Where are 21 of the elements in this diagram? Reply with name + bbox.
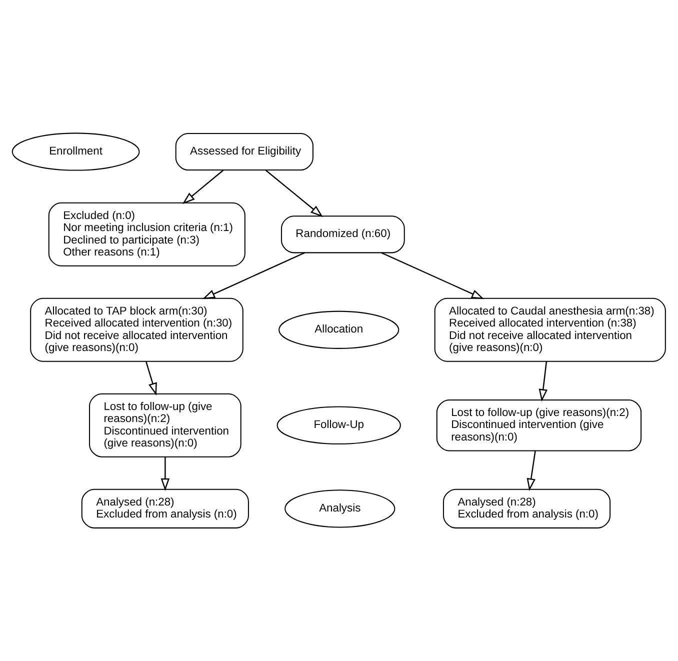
node-box: Assessed for Eligibility — [175, 132, 314, 171]
node-box: Lost to follow-up (give reasons)(n:2) Discontinued intervention (give reasons)(n:0) — [436, 399, 642, 452]
arrow — [538, 361, 548, 402]
node-box: Allocated to Caudal anesthesia arm(n:38) Received allocated intervention (n:38) Did not receive allocated intervention (give reasons)(n:0) — [434, 298, 666, 362]
node-box: Analysed (n:28) Excluded from analysis (n:0) — [442, 488, 611, 528]
node-ellipse: Follow-Up — [276, 406, 401, 444]
node-box: Randomized (n:60) — [280, 216, 405, 254]
arrow — [160, 457, 170, 491]
arrow — [145, 361, 157, 396]
arrow — [526, 450, 536, 492]
node-ellipse: Allocation — [278, 310, 400, 349]
arrow — [265, 170, 324, 218]
arrow — [202, 252, 305, 300]
node-box: Allocated to TAP block arm(n:30) Received allocated intervention (n:30) Did not receive allocated intervention (give reasons)(n:0) — [30, 298, 244, 362]
node-box: Analysed (n:28) Excluded from analysis (n:0) — [81, 488, 249, 528]
node-box: Excluded (n:0) Nor meeting inclusion criteria (n:1) Declined to participate (n:3) Other reasons (n:1) — [48, 202, 246, 266]
arrow — [381, 252, 484, 300]
node-ellipse: Analysis — [284, 490, 396, 528]
node-box: Lost to follow-up (give reasons)(n:2) Discontinued intervention (give reasons)(n:0) — [89, 393, 242, 458]
node-ellipse: Enrollment — [12, 132, 140, 171]
arrow — [182, 170, 224, 204]
